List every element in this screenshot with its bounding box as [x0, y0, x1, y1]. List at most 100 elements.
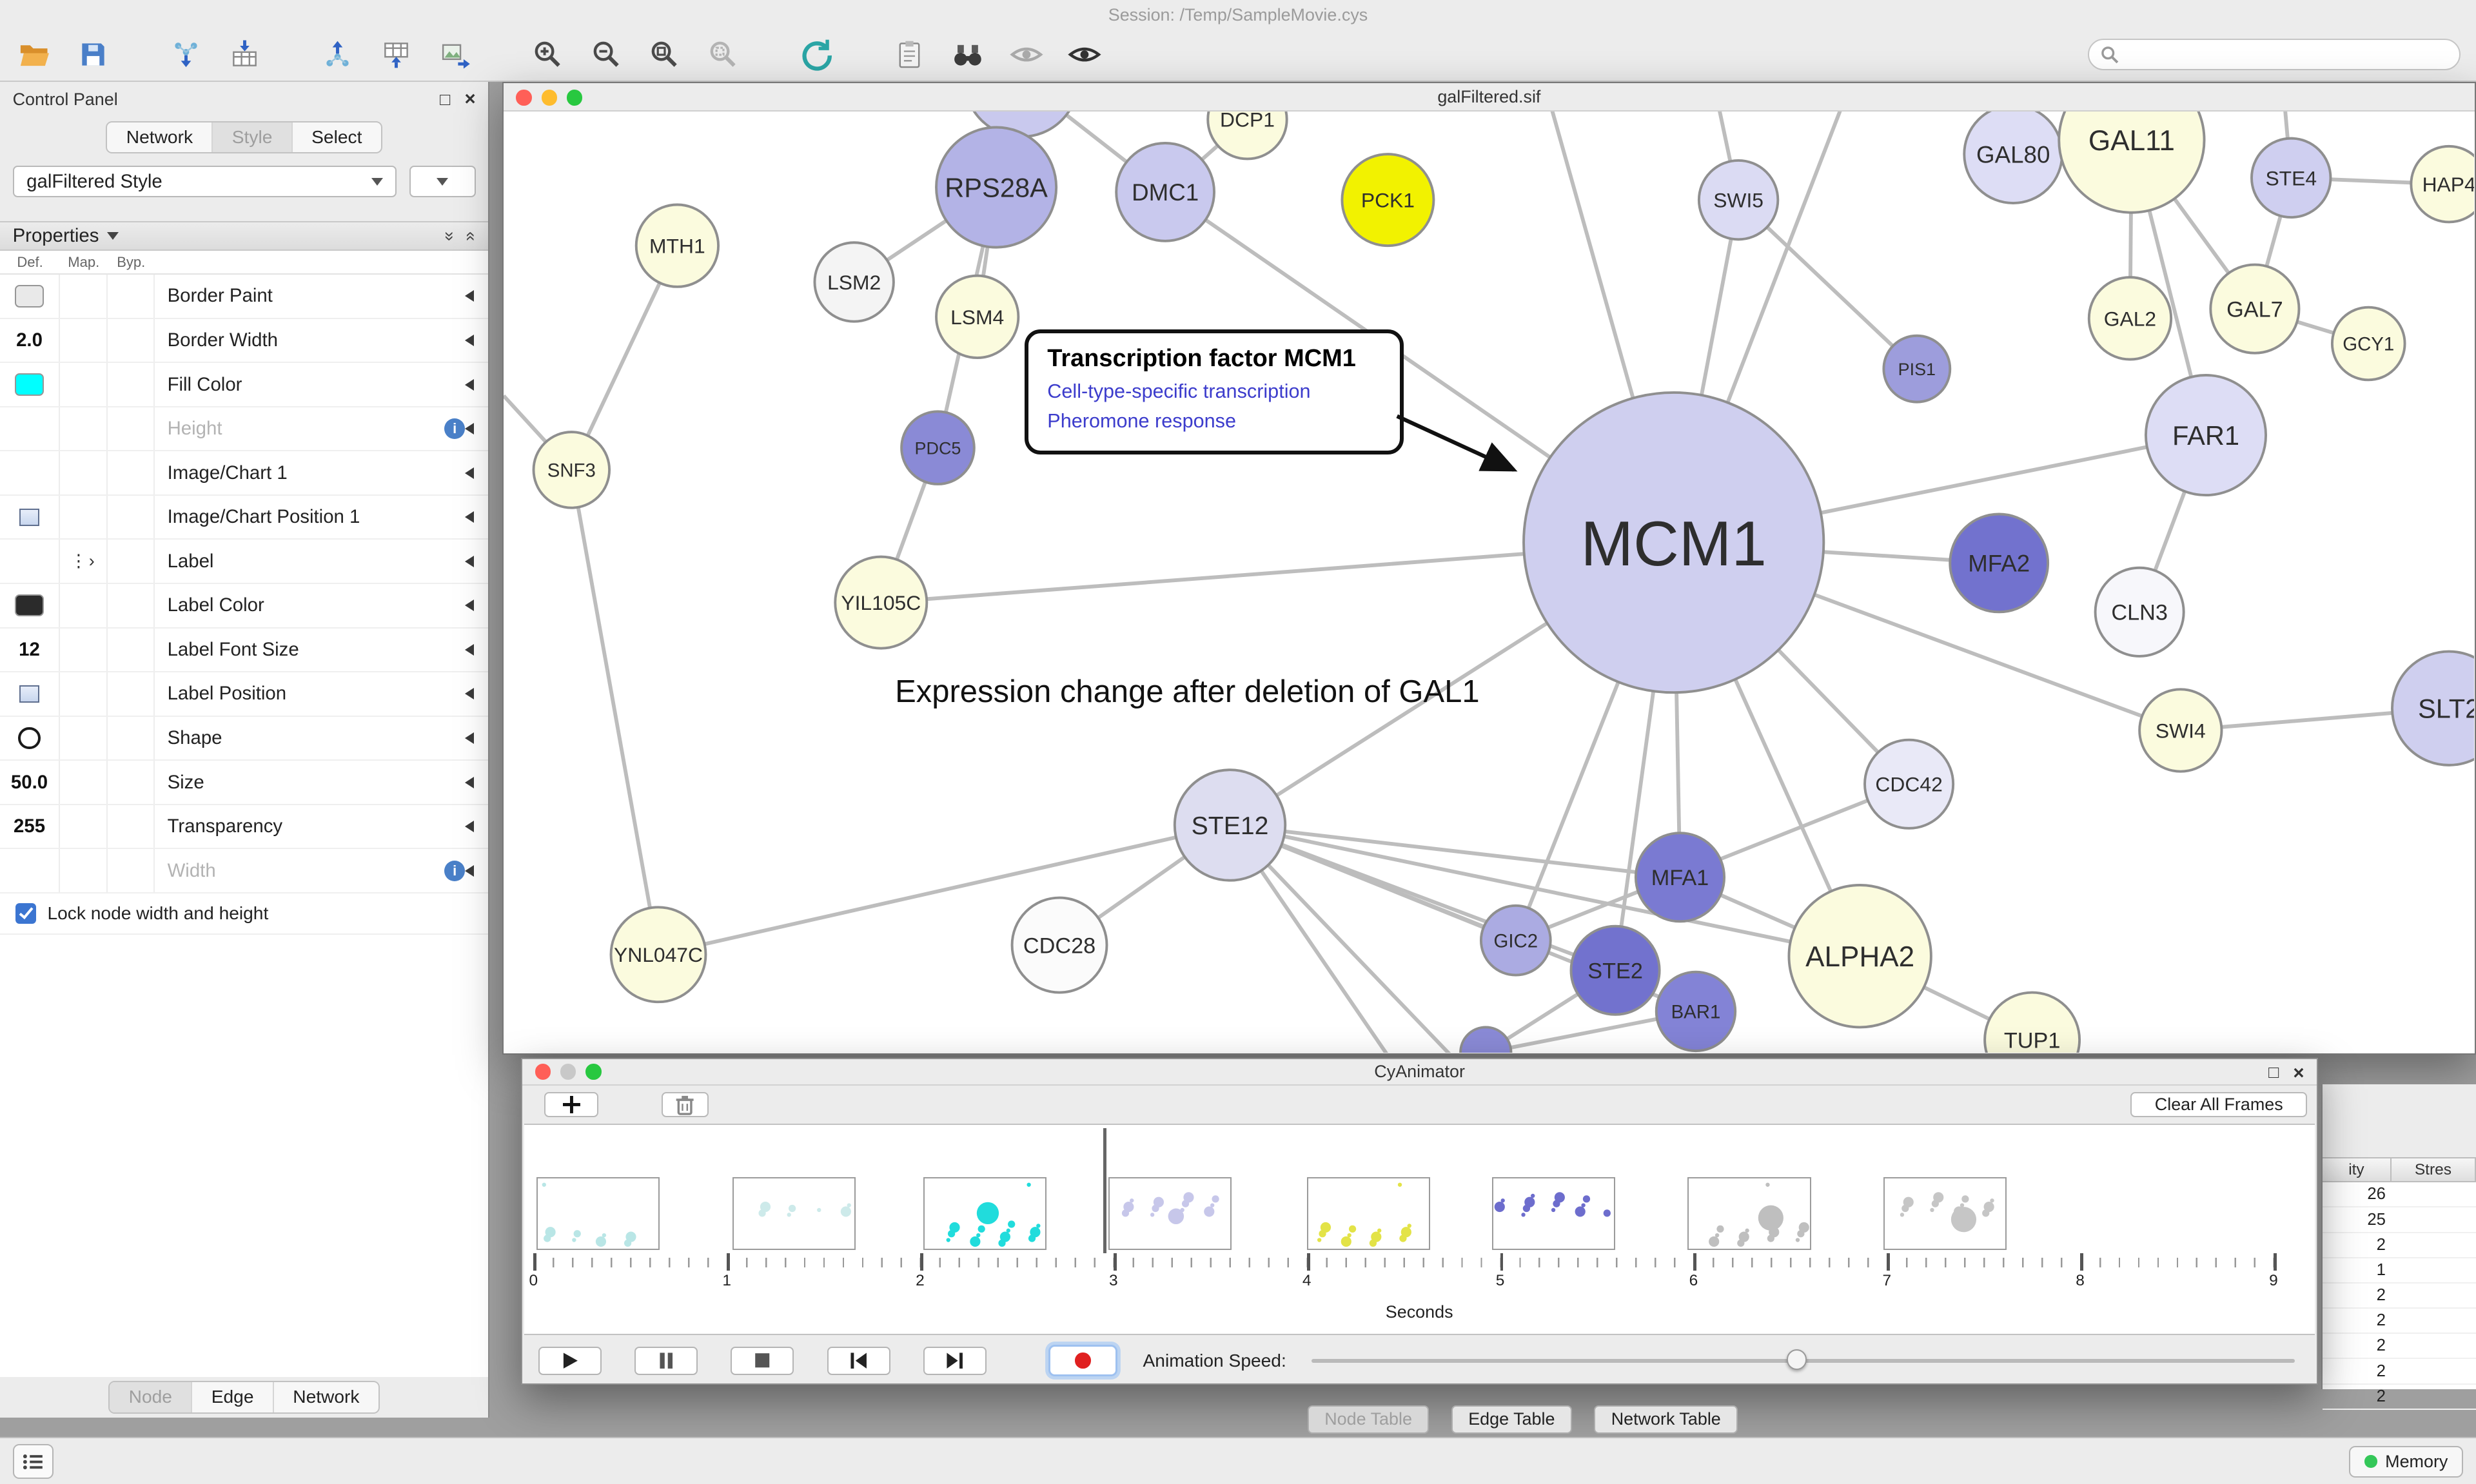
table-row[interactable]: 2: [2323, 1233, 2476, 1258]
annotation-box[interactable]: Transcription factor MCM1 Cell-type-spec…: [1024, 329, 1404, 454]
expand-arrow-icon[interactable]: [465, 688, 475, 700]
record-button[interactable]: [1048, 1345, 1118, 1377]
column-header[interactable]: Stres: [2391, 1157, 2476, 1183]
refresh-icon[interactable]: [797, 35, 835, 73]
add-frame-button[interactable]: [544, 1092, 598, 1118]
task-history-button[interactable]: [12, 1444, 54, 1479]
stop-button[interactable]: [731, 1346, 794, 1375]
network-node-gic2[interactable]: [1479, 904, 1552, 977]
network-window-titlebar[interactable]: galFiltered.sif: [503, 83, 2475, 112]
network-node-ste2[interactable]: [1569, 925, 1661, 1017]
save-session-icon[interactable]: [74, 35, 112, 73]
clear-all-frames-button[interactable]: Clear All Frames: [2130, 1092, 2308, 1118]
network-edge[interactable]: [569, 469, 660, 955]
collapse-all-icon[interactable]: [466, 226, 476, 246]
ellipse-shape-icon[interactable]: [18, 727, 41, 750]
maximize-window-button[interactable]: [566, 90, 583, 106]
timeline-frame-4[interactable]: [1108, 1177, 1232, 1250]
zoom-fit-icon[interactable]: [645, 35, 683, 73]
table-row[interactable]: 25: [2323, 1207, 2476, 1233]
network-node-swi4[interactable]: [2137, 688, 2223, 774]
table-row[interactable]: 26: [2323, 1182, 2476, 1208]
table-row[interactable]: 1: [2323, 1258, 2476, 1284]
tab-edge-table[interactable]: Edge Table: [1451, 1405, 1572, 1434]
network-node-cdc28[interactable]: [1010, 897, 1108, 994]
network-node-dcp1[interactable]: [1206, 112, 1288, 161]
network-node-gcy1[interactable]: [2330, 306, 2406, 382]
close-window-button[interactable]: [516, 90, 532, 106]
tab-node-table[interactable]: Node Table: [1307, 1405, 1430, 1434]
close-panel-icon[interactable]: [2293, 1062, 2304, 1084]
network-node-ste4[interactable]: [2250, 137, 2332, 219]
expand-arrow-icon[interactable]: [465, 334, 475, 346]
network-node-mfa1[interactable]: [1634, 832, 1725, 923]
network-node-bar1[interactable]: [1655, 971, 1736, 1053]
network-node-gal11[interactable]: [2058, 112, 2206, 215]
network-node-cdc42[interactable]: [1863, 739, 1954, 830]
position-icon[interactable]: [19, 508, 40, 526]
network-node-mfa2[interactable]: [1949, 513, 2049, 614]
import-table-icon[interactable]: [226, 35, 264, 73]
expand-arrow-icon[interactable]: [465, 776, 475, 788]
animation-speed-slider[interactable]: [1311, 1345, 2301, 1376]
tab-network-table[interactable]: Network Table: [1594, 1405, 1738, 1434]
timeline-playhead[interactable]: [1103, 1128, 1107, 1253]
property-row-label[interactable]: ⋮›Label: [0, 540, 489, 585]
lock-size-checkbox[interactable]: [15, 903, 37, 924]
property-row-label-position[interactable]: Label Position: [0, 672, 489, 717]
table-row[interactable]: 2: [2323, 1334, 2476, 1360]
export-image-icon[interactable]: [436, 35, 474, 73]
info-icon[interactable]: i: [444, 860, 466, 881]
open-session-icon[interactable]: [15, 35, 54, 73]
play-button[interactable]: [538, 1346, 602, 1375]
network-node-lsm2[interactable]: [813, 241, 895, 324]
network-edge[interactable]: [1229, 823, 1861, 959]
import-network-icon[interactable]: [168, 35, 206, 73]
network-node-pdc5[interactable]: [899, 410, 976, 486]
expand-arrow-icon[interactable]: [465, 467, 475, 479]
color-swatch[interactable]: [15, 594, 44, 617]
properties-header[interactable]: Properties: [0, 220, 489, 251]
network-node-alpha2[interactable]: [1787, 884, 1932, 1029]
network-node-yil105c[interactable]: [834, 556, 928, 650]
network-node[interactable]: [1459, 1026, 1513, 1053]
network-node-snf3[interactable]: [532, 431, 611, 510]
network-node-mth1[interactable]: [634, 203, 720, 289]
table-row[interactable]: 2: [2323, 1309, 2476, 1334]
expand-arrow-icon[interactable]: [465, 600, 475, 612]
go-to-end-button[interactable]: [923, 1346, 987, 1375]
tab-network-style[interactable]: Network: [293, 1387, 360, 1407]
network-node-swi5[interactable]: [1697, 159, 1780, 241]
color-swatch[interactable]: [15, 373, 44, 396]
tab-style[interactable]: Style: [213, 122, 293, 153]
export-network-icon[interactable]: [319, 35, 357, 73]
minimize-window-button[interactable]: [541, 90, 557, 106]
pause-button[interactable]: [634, 1346, 698, 1375]
memory-button[interactable]: Memory: [2349, 1445, 2464, 1478]
table-row[interactable]: 2: [2323, 1359, 2476, 1385]
network-node-rps28a[interactable]: [934, 126, 1057, 249]
search-input[interactable]: [2125, 44, 2448, 65]
network-node-pis1[interactable]: [1882, 335, 1951, 404]
expand-arrow-icon[interactable]: [465, 423, 475, 435]
network-node-hap4[interactable]: [2410, 145, 2475, 224]
zoom-out-icon[interactable]: [587, 35, 625, 73]
expand-arrow-icon[interactable]: [465, 821, 475, 833]
timeline-frame-6[interactable]: [1491, 1177, 1615, 1250]
search-network-icon[interactable]: [949, 35, 987, 73]
style-dropdown[interactable]: galFiltered Style: [12, 166, 397, 198]
expand-arrow-icon[interactable]: [465, 732, 475, 744]
go-to-start-button[interactable]: [827, 1346, 890, 1375]
position-icon[interactable]: [19, 685, 40, 703]
tab-node[interactable]: Node: [110, 1381, 193, 1412]
network-node-tup1[interactable]: [1983, 991, 2081, 1053]
property-row-shape[interactable]: Shape: [0, 716, 489, 761]
network-node-ynl047c[interactable]: [609, 906, 707, 1004]
expand-arrow-icon[interactable]: [465, 864, 475, 877]
network-node-ste12[interactable]: [1173, 768, 1286, 883]
